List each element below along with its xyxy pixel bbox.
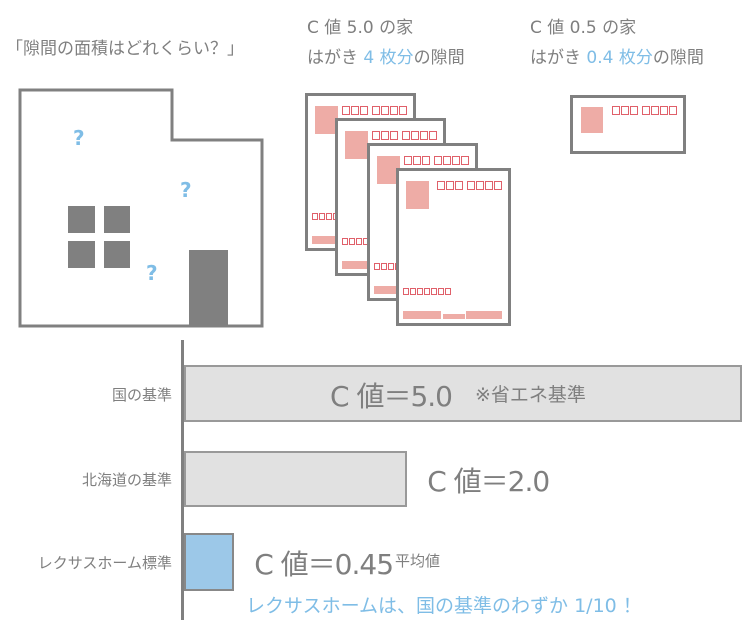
house05-subtitle: はがき 0.4 枚分の隙間 bbox=[530, 48, 704, 68]
postcard-zipcode bbox=[342, 106, 407, 115]
postcard-stamp bbox=[345, 131, 368, 159]
value-label: C 値＝5.0 bbox=[330, 379, 453, 413]
window-pane bbox=[68, 241, 95, 268]
bar bbox=[184, 451, 408, 507]
postcard-zipcode bbox=[612, 106, 677, 115]
category-label: 国の基準 bbox=[111, 385, 172, 404]
bar bbox=[184, 365, 742, 422]
value-note: 平均値 bbox=[395, 552, 441, 570]
question-mark-icon: ? bbox=[73, 126, 85, 150]
value-label: C 値＝0.45 bbox=[254, 548, 394, 581]
category-label: 北海道の基準 bbox=[81, 471, 172, 489]
window-pane bbox=[68, 206, 95, 233]
door bbox=[189, 250, 228, 326]
chart-axis bbox=[181, 340, 184, 620]
postcard-stamp bbox=[406, 181, 429, 209]
question-title: 「隙間の面積はどれくらい？」 bbox=[6, 39, 244, 59]
postcard-icon bbox=[570, 95, 686, 154]
value-note: ※省エネ基準 bbox=[475, 384, 586, 406]
category-label: レクサスホーム標準 bbox=[37, 554, 172, 572]
window-pane bbox=[104, 206, 130, 233]
postcard-zipcode bbox=[372, 131, 437, 140]
value-label: C 値＝2.0 bbox=[427, 465, 550, 498]
postcard-icon bbox=[396, 168, 511, 326]
house50-subtitle: はがき 4 枚分の隙間 bbox=[307, 48, 465, 68]
postcard-zipcode bbox=[437, 181, 502, 190]
house-illustration bbox=[18, 88, 264, 328]
question-mark-icon: ? bbox=[180, 178, 192, 202]
postcard-stamp bbox=[377, 156, 400, 184]
postcard-stamp bbox=[315, 106, 338, 134]
postcard-zipcode bbox=[404, 156, 469, 165]
postcard-stamp bbox=[581, 107, 603, 133]
house05-title: C 値 0.5 の家 bbox=[530, 18, 637, 38]
bar bbox=[184, 533, 235, 591]
window-pane bbox=[104, 241, 130, 268]
chart-footnote: レクサスホームは、国の基準のわずか 1/10 ！ bbox=[246, 595, 642, 617]
question-mark-icon: ? bbox=[146, 261, 158, 285]
house50-title: C 値 5.0 の家 bbox=[307, 18, 414, 38]
